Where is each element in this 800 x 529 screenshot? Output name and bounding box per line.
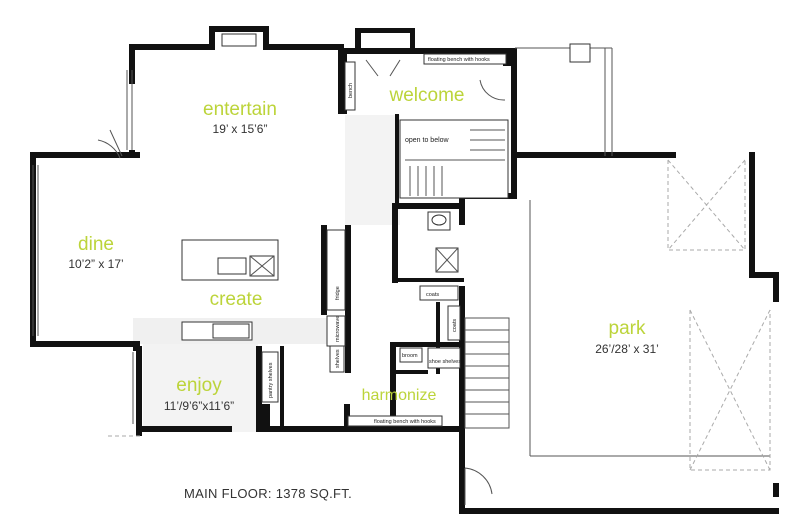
room-dims-entertain: 19’ x 15’6” <box>213 122 268 136</box>
bench-label: bench <box>348 83 354 98</box>
shelves-label: shelves <box>335 349 341 368</box>
floating-bench-top-label: floating bench with hooks <box>428 57 490 63</box>
broom-label: broom <box>402 353 418 359</box>
room-name-entertain: entertain <box>203 99 277 120</box>
room-name-enjoy: enjoy <box>176 375 222 396</box>
coats-label-1: coats <box>426 292 439 298</box>
room-name-harmonize: harmonize <box>362 387 437 404</box>
fixture-labels: floating bench with hooks floating bench… <box>268 57 490 425</box>
room-labels: entertain 19’ x 15’6” welcome dine 10’2”… <box>68 85 658 413</box>
floating-bench-bottom-label: floating bench with hooks <box>374 419 436 425</box>
fridge-label: fridge <box>335 286 341 300</box>
room-dims-enjoy: 11’/9’6”x11’6” <box>164 399 234 413</box>
floor-area-caption: MAIN FLOOR: 1378 SQ.FT. <box>184 486 352 501</box>
room-name-welcome: welcome <box>389 85 465 106</box>
linework <box>32 33 771 505</box>
room-name-create: create <box>210 289 263 310</box>
room-dims-dine: 10’2” x 17’ <box>68 257 123 271</box>
room-name-park: park <box>609 318 646 339</box>
open-to-below-label: open to below <box>405 137 450 144</box>
pantry-shelves-label: pantry shelves <box>268 362 274 398</box>
microwave-label: microwave <box>335 316 341 342</box>
coats-label-2: coats <box>452 319 458 332</box>
shoe-shelves-label: shoe shelves <box>429 359 461 365</box>
room-dims-park: 26’/28’ x 31’ <box>595 342 659 356</box>
room-name-dine: dine <box>78 234 114 255</box>
